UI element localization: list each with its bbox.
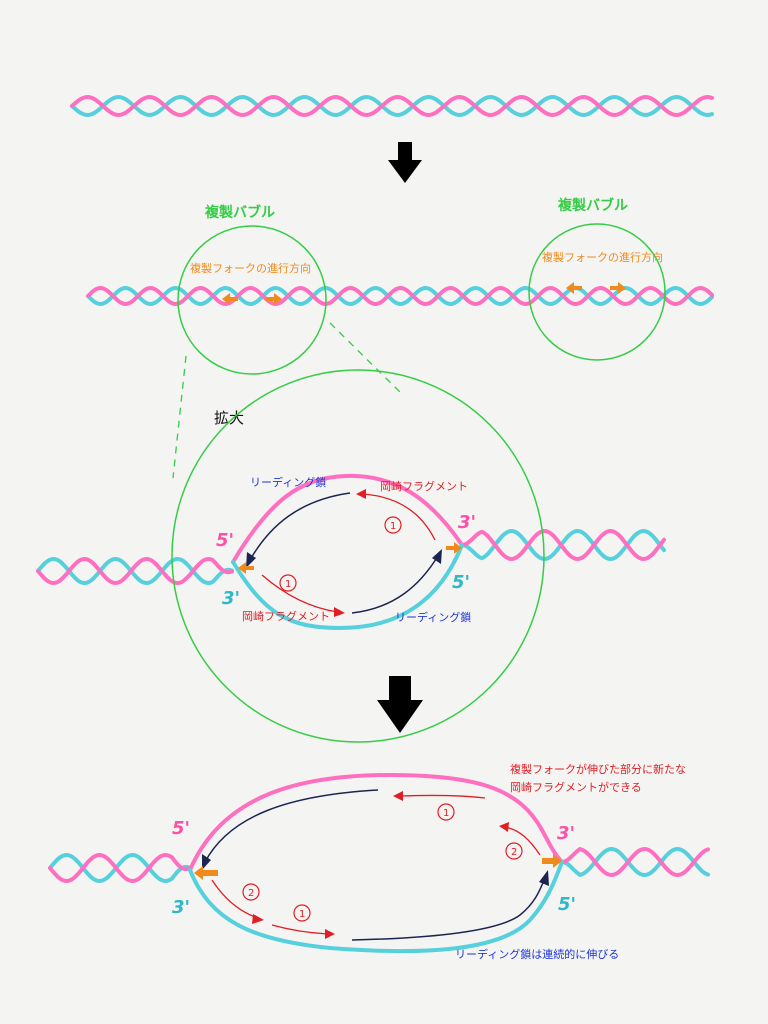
arrowhead [356, 489, 366, 499]
zoom-guide-lines [172, 322, 401, 479]
dna-with-bubbles [86, 285, 714, 307]
orange-arrow-icon [610, 282, 626, 294]
okazaki-top-label: 岡崎フラグメント [380, 479, 468, 493]
leading-strand-bottom-arrow [351, 877, 546, 941]
arrowhead [325, 929, 335, 939]
helix-left-cyan [36, 556, 234, 586]
okazaki-new-top-arrow [504, 826, 541, 856]
arrowhead [432, 549, 442, 564]
svg-text:1: 1 [443, 808, 449, 819]
replication-bubble-right: 複製バブル 複製フォークの進行方向 [528, 197, 666, 361]
bubble-left-label: 複製バブル [204, 204, 275, 221]
prime-5-bottom-right: 5' [558, 894, 576, 915]
helix-right-cyan [560, 846, 710, 878]
svg-text:1: 1 [299, 909, 305, 920]
magnified-bubble: 1 1 リーディング鎖 岡崎フラグメント 岡崎フラグメント リーディング鎖 5'… [36, 369, 666, 743]
note-leading-continuous: リーディング鎖は連続的に伸びる [455, 947, 619, 961]
helix-left-pink [36, 556, 234, 586]
note-new-fragment-line1: 複製フォークが伸びた部分に新たな [510, 762, 686, 776]
extended-bubble: 1 2 2 1 5' 3' 3' 5' 複製フォークが伸びた部分に新たな 岡崎フ… [48, 762, 710, 961]
leading-strand-top-label: リーディング鎖 [250, 475, 326, 489]
helix-strand-pink [86, 285, 714, 307]
helix-right-pink [460, 528, 666, 562]
fork-direction-right-label: 複製フォークの進行方向 [542, 250, 663, 264]
helix-strand-cyan [70, 94, 714, 118]
note-new-fragment-line2: 岡崎フラグメントができる [510, 780, 642, 794]
replication-bubble-left: 複製バブル 複製フォークの進行方向 [177, 204, 327, 375]
circled-number-2: 2 [505, 842, 523, 860]
down-arrow-icon [388, 142, 422, 183]
circled-number-1: 1 [437, 803, 455, 821]
helix-left-cyan [48, 852, 192, 884]
circled-number-2: 2 [242, 883, 260, 901]
circled-number-1: 1 [293, 904, 311, 922]
leading-strand-top-arrow [204, 789, 379, 863]
okazaki-bottom-label: 岡崎フラグメント [242, 609, 330, 623]
prime-5-top-left: 5' [216, 530, 234, 551]
bubble-top-strand-pink [231, 473, 464, 564]
orange-arrow-icon [266, 293, 282, 305]
helix-strand-pink [70, 94, 714, 118]
bubble-top-strand-pink [188, 772, 564, 872]
helix-strand-cyan [86, 285, 714, 307]
arrowhead [393, 791, 403, 801]
svg-text:1: 1 [285, 579, 291, 590]
arrowhead [499, 822, 509, 832]
bubble-bottom-strand-cyan [188, 860, 564, 954]
prime-5-top-left: 5' [172, 818, 190, 839]
zoom-label: 拡大 [214, 409, 244, 427]
orange-arrow-icon [194, 866, 218, 880]
arrowhead [252, 914, 264, 924]
orange-arrow-icon [566, 282, 582, 294]
down-arrow-icon [377, 676, 423, 733]
bubble-bottom-strand-cyan [231, 543, 464, 631]
okazaki-bottom-arrow [271, 924, 329, 935]
bubble-right-label: 複製バブル [557, 197, 628, 214]
helix-left-pink [48, 852, 192, 884]
magnified-bubble-outline [171, 369, 545, 743]
svg-text:1: 1 [390, 521, 396, 532]
okazaki-top-arrow [361, 493, 436, 541]
okazaki-bottom-arrow [261, 574, 339, 613]
arrowhead [539, 870, 549, 886]
svg-text:2: 2 [248, 888, 254, 899]
fork-direction-left-label: 複製フォークの進行方向 [190, 261, 311, 275]
prime-3-bottom-left: 3' [172, 897, 190, 918]
arrowhead [202, 854, 211, 870]
orange-arrow-icon [446, 542, 462, 554]
leading-strand-top-arrow [249, 492, 351, 561]
arrowhead [246, 552, 256, 568]
orange-arrow-icon [542, 854, 562, 868]
okazaki-top-arrow [399, 794, 486, 799]
prime-3-top-right: 3' [557, 823, 575, 844]
helix-right-pink [560, 846, 710, 878]
leading-strand-bottom-arrow [351, 555, 439, 614]
orange-arrow-icon [238, 562, 254, 574]
orange-arrow-icon [222, 293, 238, 305]
svg-text:2: 2 [511, 847, 517, 858]
leading-strand-bottom-label: リーディング鎖 [395, 610, 471, 624]
arrowhead [334, 607, 345, 617]
prime-3-top-right: 3' [458, 512, 476, 533]
prime-5-bottom-right: 5' [452, 572, 470, 593]
circled-number-1: 1 [279, 574, 297, 592]
circled-number-1: 1 [384, 516, 402, 534]
prime-3-bottom-left: 3' [222, 588, 240, 609]
dna-double-helix-top [70, 94, 714, 118]
